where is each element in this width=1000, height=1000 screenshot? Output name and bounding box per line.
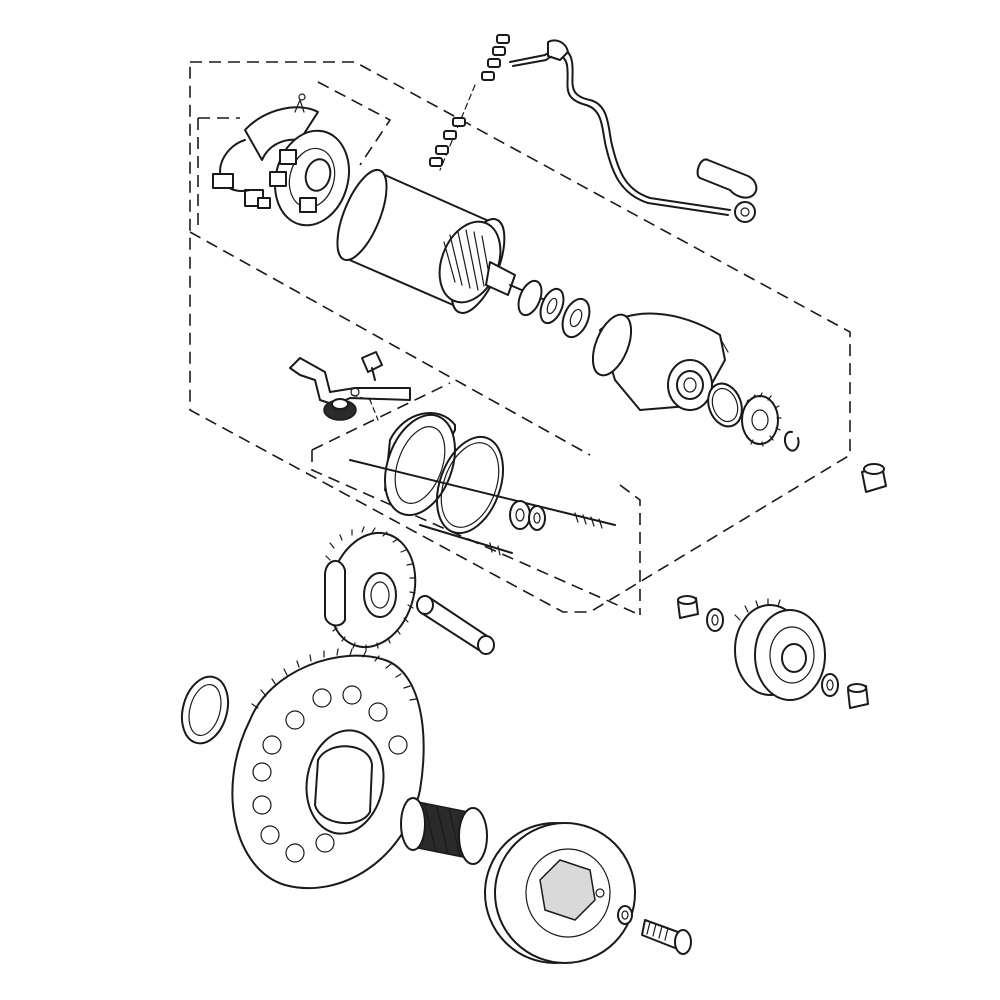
terminal-nuts-washers: [429, 34, 510, 171]
needle-bearing: [400, 797, 488, 865]
armature: [438, 220, 546, 304]
bracket-rod: [349, 459, 616, 556]
clutch-cover: [384, 412, 456, 517]
mounting-bracket: [289, 357, 411, 406]
end-bushing: [861, 463, 887, 493]
starter-driven-gear: [231, 648, 425, 890]
brush-holder-plate: [212, 93, 350, 227]
idler-shaft: [416, 595, 495, 655]
reduction-gear-bushing-left: [677, 595, 699, 619]
clutch-bolt: [641, 919, 692, 955]
motor-end-housing: [591, 312, 729, 411]
bracket-bolt: [361, 351, 383, 381]
clutch-bolt-washer: [617, 905, 633, 925]
reduction-gear-washer-right: [821, 673, 839, 697]
circlip: [784, 430, 800, 452]
idler-gear: [324, 526, 417, 651]
o-ring: [707, 382, 743, 428]
reduction-gear-bushing-right: [847, 683, 869, 709]
assembly-boundary-bracket: [311, 382, 641, 616]
reduction-gear-washer-left: [706, 608, 724, 632]
grommet: [323, 394, 379, 421]
starter-cable: [509, 39, 758, 223]
pinion-gear: [741, 392, 782, 447]
snap-ring: [180, 675, 230, 745]
assembly-boundary-motor: [189, 61, 851, 613]
one-way-clutch-housing: [484, 822, 636, 964]
reduction-gear: [734, 598, 826, 701]
assembly-boundary-brush-holder: [197, 81, 392, 228]
armature-washers: [517, 279, 591, 339]
clutch-washers: [509, 500, 546, 531]
clutch-spring: [436, 435, 504, 535]
